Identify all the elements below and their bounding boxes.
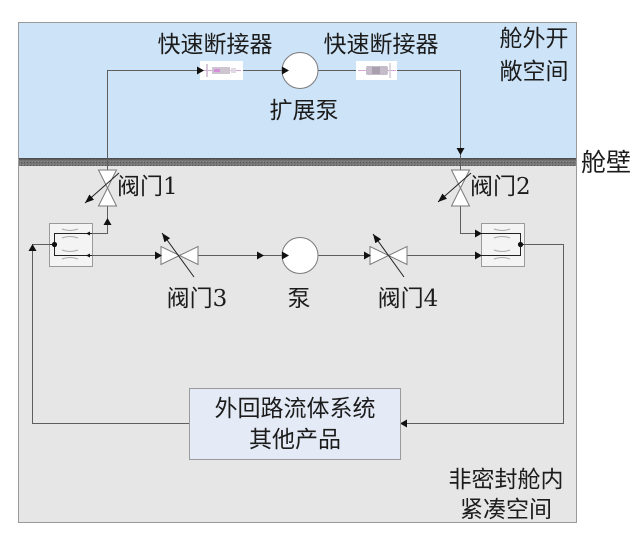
small-arrow-icon <box>86 231 90 236</box>
valve-3-label: 阀门3 <box>167 286 228 312</box>
flow-arrow-right-icon <box>475 251 482 260</box>
connector-body-accent <box>214 69 220 72</box>
valve-2 <box>437 169 472 207</box>
bulkhead-wall <box>18 158 576 166</box>
valve-adjust-arrow <box>372 233 405 278</box>
valve-right-triangle <box>178 245 199 266</box>
flow-arrow-down-icon <box>456 148 465 155</box>
bulkhead-label: 舱壁 <box>581 148 631 177</box>
connector-body <box>212 67 230 74</box>
external-loop-system-label-line2: 其他产品 <box>249 427 341 453</box>
valve-adjust-arrow <box>161 232 195 278</box>
valve-adjust-arrow <box>437 172 472 203</box>
hx-arc <box>493 257 511 260</box>
flow-arrow-right-icon <box>155 251 162 260</box>
flow-arrow-right-icon <box>475 229 482 238</box>
small-arrow-icon <box>86 253 90 258</box>
pump-label: 泵 <box>288 286 311 312</box>
valve-4 <box>369 233 408 278</box>
flow-arrow-left-icon <box>400 419 407 428</box>
expansion-pump-label: 扩展泵 <box>270 98 339 124</box>
pipe-valve1-to-hx-left <box>92 206 108 234</box>
flow-arrow-up-icon <box>103 218 112 225</box>
valve-1-label: 阀门1 <box>117 174 178 200</box>
quick-disconnect-left <box>200 61 243 80</box>
quick-disconnect-right <box>356 61 397 80</box>
valve-3 <box>160 232 199 278</box>
connector-nut <box>231 68 236 73</box>
valve-lower-triangle <box>450 186 471 207</box>
pipe-hx-left-return <box>32 244 189 424</box>
heat-exchanger-right <box>481 223 525 267</box>
connector-body-accent <box>372 67 380 74</box>
valve-right-triangle <box>387 245 408 266</box>
valve-2-label: 阀门2 <box>470 174 531 200</box>
hx-arc <box>61 236 79 239</box>
hx-arc <box>493 228 511 231</box>
bulkhead-wall-edge <box>18 158 576 160</box>
open-space-region <box>18 22 576 159</box>
flow-arrow-right-icon <box>364 251 371 260</box>
external-loop-system-box <box>189 388 401 460</box>
heat-exchanger-left <box>49 223 93 267</box>
valve-1 <box>84 169 120 207</box>
flow-arrow-right-icon <box>282 251 289 260</box>
open-space-label-line2: 敞空间 <box>500 59 569 85</box>
hx-arc <box>61 228 79 231</box>
junction-dot <box>517 241 524 248</box>
flow-arrow-right-icon <box>197 66 204 75</box>
valve-lower-triangle <box>97 186 118 207</box>
adjustable-valve-icon <box>450 169 471 190</box>
open-space-label-line1: 舱外开 <box>500 26 569 52</box>
inner-space-label-line1: 非密封舱内 <box>449 467 564 493</box>
junction-dot <box>51 241 58 248</box>
pipe-valve2-to-hx-right <box>460 206 482 234</box>
flow-arrow-up-icon <box>28 244 37 251</box>
quick-disconnect-right-label: 快速断接器 <box>324 32 439 58</box>
quick-disconnect-left-label: 快速断接器 <box>158 32 273 58</box>
flow-arrow-right-icon <box>257 251 264 260</box>
flow-arrow-right-icon <box>282 66 289 75</box>
external-loop-system-label-line1: 外回路流体系统 <box>215 396 376 422</box>
valve-4-label: 阀门4 <box>378 286 439 312</box>
diagram-frame <box>18 22 577 523</box>
hx-arc <box>61 249 79 252</box>
pipe-hx-right-supply <box>400 244 564 424</box>
inner-space-label-line2: 紧凑空间 <box>460 497 552 523</box>
valve-adjust-arrow <box>84 172 120 204</box>
hx-arc <box>493 249 511 252</box>
hx-arc <box>493 236 511 239</box>
hx-arc <box>61 257 79 260</box>
